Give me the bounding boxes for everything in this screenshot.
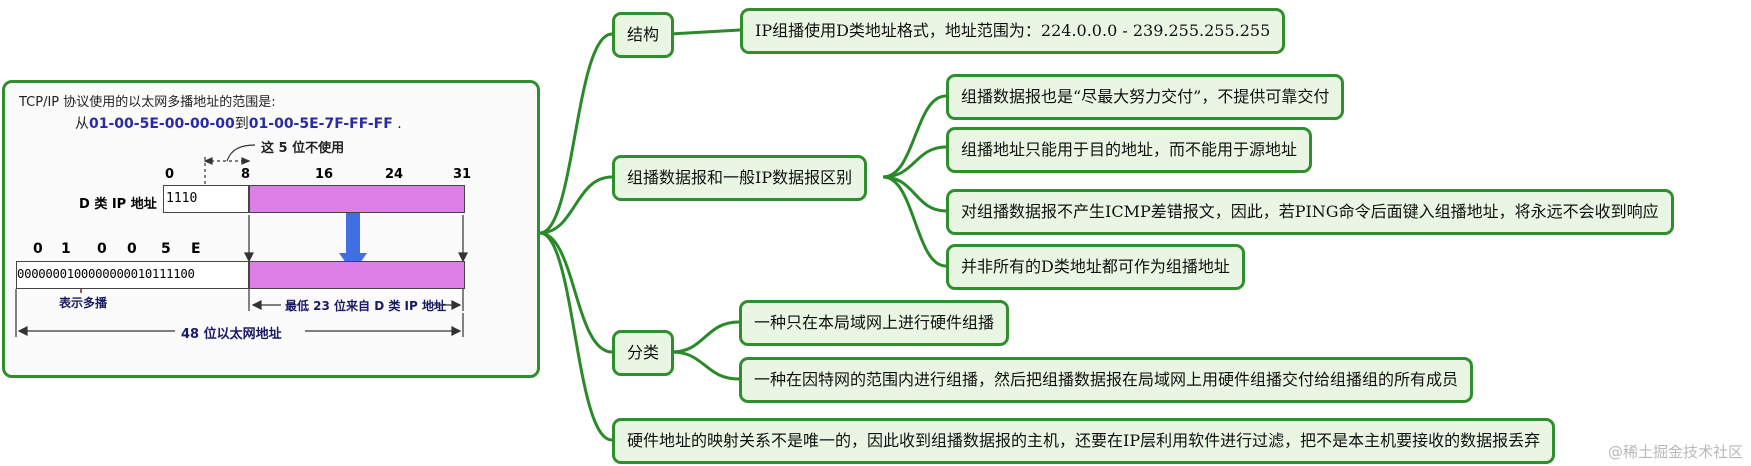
branch-mapping[interactable]: 硬件地址的映射关系不是唯一的，因此收到组播数据报的主机，还要在IP层利用软件进行…	[612, 418, 1556, 464]
multicast-note: 表示多播	[59, 296, 108, 310]
classification-child-1-text: 一种只在本局域网上进行硬件组播	[754, 313, 995, 332]
bit-label-8: 8	[241, 167, 251, 182]
d-class-prefix-bits: 1110	[166, 191, 198, 206]
edge-root-difference	[539, 175, 613, 235]
edge-root-classification	[539, 231, 613, 354]
hex-digit-5: 5	[161, 241, 171, 257]
classification-child-2[interactable]: 一种在因特网的范围内进行组播，然后把组播数据报在局域网上用硬件组播交付给组播组的…	[739, 357, 1474, 403]
edge-classification-child2	[671, 350, 740, 381]
intro-prefix: 从	[75, 116, 89, 132]
edge-classification-child1	[671, 320, 740, 354]
difference-child-4[interactable]: 并非所有的D类地址都可作为组播地址	[946, 244, 1245, 290]
difference-child-3[interactable]: 对组播数据报不产生ICMP差错报文，因此，若PING命令后面键入组播地址，将永远…	[946, 189, 1674, 235]
difference-child-1[interactable]: 组播数据报也是“尽最大努力交付”，不提供可靠交付	[946, 74, 1345, 120]
range-start: 01-00-5E-00-00-00	[89, 116, 235, 132]
intro-line-1: TCP/IP 协议使用的以太网多播地址的范围是:	[19, 95, 276, 110]
unused-bits-note: 这 5 位不使用	[261, 141, 345, 156]
bit-label-0: 0	[165, 167, 175, 182]
edge-root-structure	[539, 32, 613, 235]
mac-prefix-bits: 0000000100000000010111100	[17, 267, 195, 281]
low23-note: 最低 23 位来自 D 类 IP 地址	[285, 299, 446, 313]
branch-difference[interactable]: 组播数据报和一般IP数据报区别	[612, 155, 868, 201]
edge-structure-child	[669, 28, 741, 36]
difference-child-3-text: 对组播数据报不产生ICMP差错报文，因此，若PING命令后面键入组播地址，将永远…	[961, 202, 1659, 221]
branch-difference-label: 组播数据报和一般IP数据报区别	[627, 168, 853, 187]
d-class-prefix-segment: 1110	[163, 185, 249, 213]
mac-prefix-segment: 0000000100000000010111100	[16, 261, 249, 289]
mac48-note: 48 位以太网地址	[181, 327, 282, 342]
branch-classification[interactable]: 分类	[612, 330, 675, 376]
edge-root-mapping	[539, 231, 613, 442]
watermark: @稀土掘金技术社区	[1607, 443, 1743, 461]
classification-child-2-text: 一种在因特网的范围内进行组播，然后把组播数据报在局域网上用硬件组播交付给组播组的…	[754, 370, 1459, 389]
branch-mapping-label: 硬件地址的映射关系不是唯一的，因此收到组播数据报的主机，还要在IP层利用软件进行…	[627, 431, 1541, 450]
range-suffix: .	[392, 116, 402, 132]
d-class-pink-segment	[249, 185, 465, 213]
hex-digit-2: 1	[61, 241, 71, 257]
bit-label-16: 16	[315, 167, 334, 182]
d-class-label: D 类 IP 地址	[79, 197, 157, 212]
edge-difference-child4	[882, 175, 947, 268]
structure-child-1[interactable]: IP组播使用D类地址格式，地址范围为：224.0.0.0 - 239.255.2…	[740, 8, 1286, 54]
difference-child-2-text: 组播地址只能用于目的地址，而不能用于源地址	[961, 140, 1298, 159]
difference-child-1-text: 组播数据报也是“尽最大努力交付”，不提供可靠交付	[961, 87, 1330, 106]
range-end: 01-00-5E-7F-FF-FF	[248, 116, 393, 132]
branch-structure[interactable]: 结构	[612, 12, 675, 58]
branch-classification-label: 分类	[627, 343, 660, 362]
hex-digit-6: E	[191, 241, 201, 257]
edge-difference-child2	[882, 145, 947, 179]
classification-child-1[interactable]: 一种只在本局域网上进行硬件组播	[739, 300, 1010, 346]
edge-difference-child1	[882, 94, 947, 179]
difference-child-2[interactable]: 组播地址只能用于目的地址，而不能用于源地址	[946, 127, 1313, 173]
intro-line-2: 从01-00-5E-00-00-00到01-00-5E-7F-FF-FF .	[75, 113, 402, 133]
root-diagram-card: TCP/IP 协议使用的以太网多播地址的范围是: 从01-00-5E-00-00…	[2, 80, 540, 378]
hex-digit-3: 0	[97, 241, 107, 257]
hex-digit-1: 0	[33, 241, 43, 257]
bit-label-24: 24	[385, 167, 404, 182]
difference-child-4-text: 并非所有的D类地址都可作为组播地址	[961, 257, 1230, 276]
structure-child-1-text: IP组播使用D类地址格式，地址范围为：224.0.0.0 - 239.255.2…	[755, 21, 1271, 40]
hex-digit-4: 0	[127, 241, 137, 257]
bit-label-31: 31	[453, 167, 472, 182]
edge-difference-child3	[882, 175, 947, 213]
branch-structure-label: 结构	[627, 25, 660, 44]
range-mid: 到	[234, 116, 249, 132]
mac-low23-segment	[249, 261, 465, 289]
